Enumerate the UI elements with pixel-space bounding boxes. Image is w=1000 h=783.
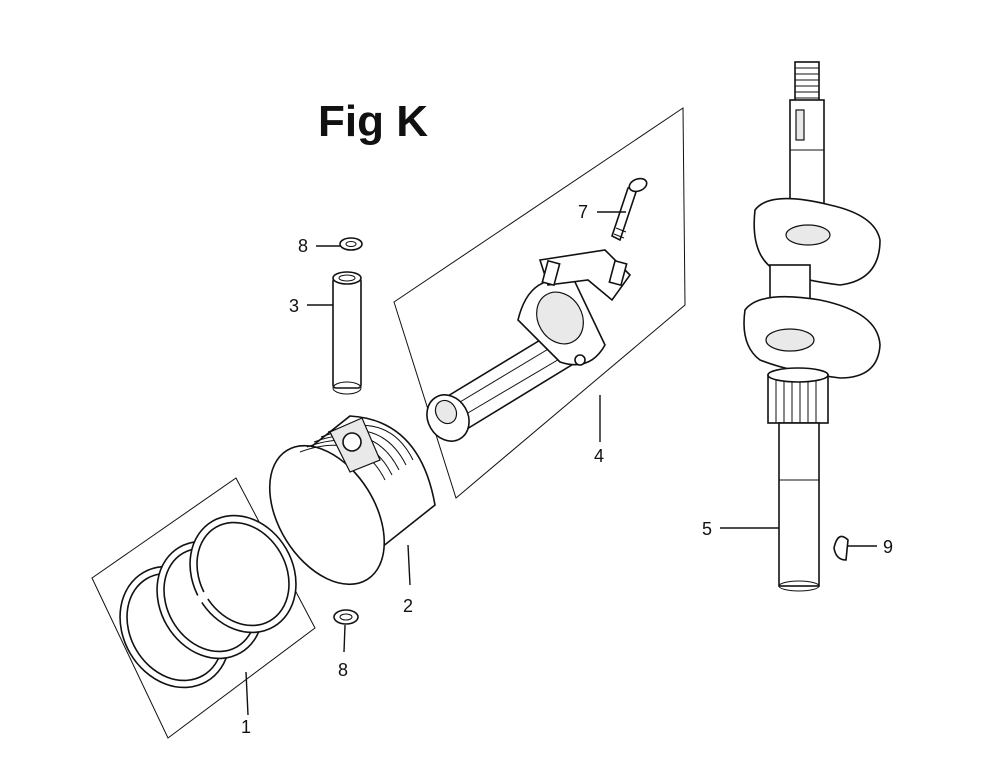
piston-pin: [332, 271, 362, 395]
callout-8-upper: 8: [298, 236, 308, 256]
callout-1: 1: [241, 717, 251, 737]
callout-3: 3: [289, 296, 299, 316]
callout-4: 4: [594, 446, 604, 466]
figure-title: Fig K: [318, 97, 428, 146]
leader-lines: [245, 211, 877, 716]
piston: [268, 415, 436, 586]
connecting-rod-bolt: [611, 177, 648, 242]
woodruff-key: [833, 535, 849, 561]
crankshaft: [743, 61, 881, 592]
piston-pin-clip-upper: [339, 237, 363, 251]
callout-2: 2: [403, 596, 413, 616]
connecting-rod-assembly: [393, 107, 686, 499]
piston-ring-set: [91, 477, 316, 739]
callout-9: 9: [883, 537, 893, 557]
piston-pin-clip-lower: [333, 609, 359, 625]
callout-5: 5: [702, 519, 712, 539]
callout-7: 7: [578, 202, 588, 222]
callout-8-lower: 8: [338, 660, 348, 680]
